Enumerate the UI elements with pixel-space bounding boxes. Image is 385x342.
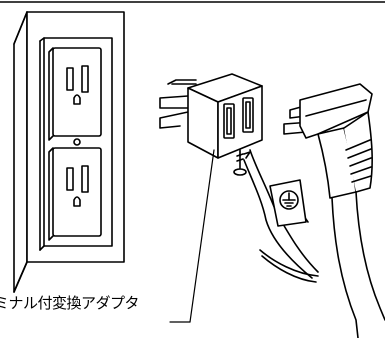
adapter-prong-bottom <box>159 111 189 129</box>
ground-wire <box>243 149 319 283</box>
adapter-prong-top <box>159 95 189 109</box>
power-cord <box>331 197 359 339</box>
outlet-screw <box>73 138 81 146</box>
adapter-caption: ミナル付変換アダプタ <box>0 294 140 312</box>
power-plug <box>283 83 385 339</box>
callout-line <box>189 149 215 323</box>
wall-outlet <box>13 11 125 293</box>
ground-symbol-icon <box>279 190 299 210</box>
conversion-adapter <box>159 73 263 176</box>
upper-receptacle <box>48 47 102 141</box>
lower-receptacle <box>48 147 102 241</box>
outlet-plate-side <box>13 11 28 293</box>
plug-head <box>299 83 373 139</box>
